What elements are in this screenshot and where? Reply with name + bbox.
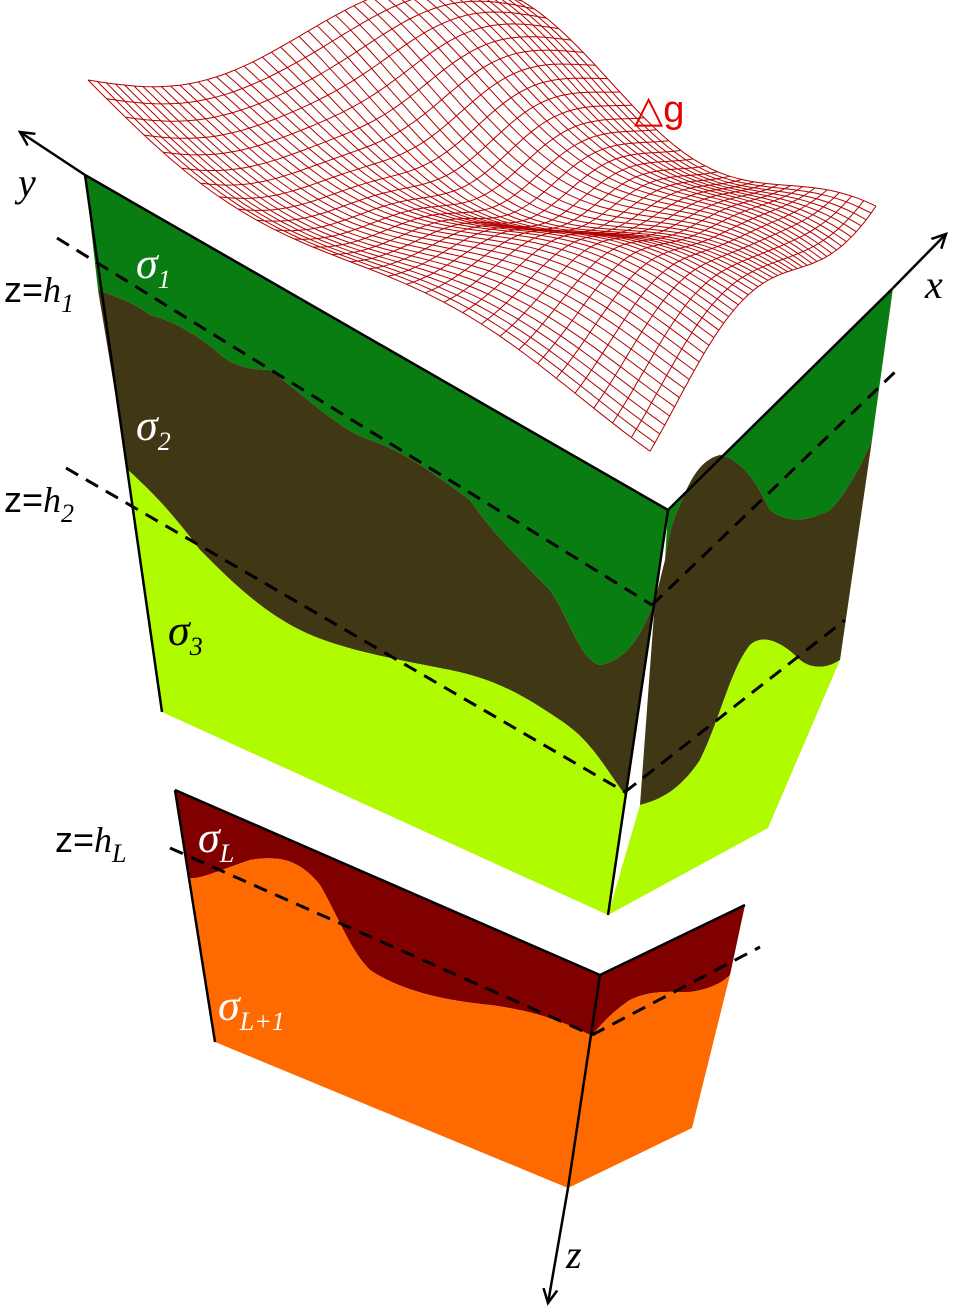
lower-block-right-face	[568, 905, 745, 1188]
depth-plane-h1	[56, 236, 897, 607]
depth-plane-h2	[65, 466, 846, 794]
mesh-line	[125, 0, 535, 122]
layer-sigmaL-right	[592, 905, 745, 1035]
layer-sigmaL-left	[175, 790, 600, 1035]
mesh-line	[275, 104, 633, 232]
z-axis	[548, 1187, 570, 1303]
mesh-line	[87, 0, 368, 88]
mesh-line	[462, 181, 755, 314]
mesh-line	[387, 165, 706, 277]
x-axis-label: x	[924, 262, 943, 307]
layer-label-sigma3: σ3	[168, 606, 203, 661]
layer-label-sigmaL1: σL+1	[218, 981, 285, 1036]
mesh-line	[294, 117, 645, 240]
layer-sigma1-left	[85, 175, 668, 665]
y-axis-label: y	[14, 160, 36, 205]
mesh-line	[237, 77, 608, 211]
mesh-line	[106, 0, 523, 105]
lower-block-edges	[173, 788, 746, 1189]
layer-sigmaL1-left	[188, 858, 590, 1188]
mesh-line	[256, 91, 620, 222]
mesh-line	[181, 36, 572, 171]
mesh-line	[649, 205, 877, 452]
mesh-line	[537, 186, 804, 364]
mesh-line	[350, 149, 681, 263]
depth-label-h1: z=h1	[4, 269, 74, 318]
layer-sigma2-left	[98, 290, 655, 795]
mesh-line	[499, 184, 779, 337]
layer-sigma3-left	[128, 470, 625, 915]
lower-block-left-face	[175, 790, 600, 1188]
anomaly-label: △g	[634, 89, 684, 131]
upper-block-right-face	[608, 288, 893, 915]
z-axis-label: z	[565, 1232, 582, 1277]
mesh-line	[406, 171, 718, 285]
mesh-line	[312, 129, 657, 248]
mesh-line	[443, 179, 742, 303]
mesh-line	[219, 63, 596, 199]
layer-sigma3-right	[608, 639, 840, 915]
depth-label-h2: z=h2	[4, 479, 74, 528]
mesh-line	[162, 23, 559, 156]
mesh-line	[630, 200, 865, 438]
upper-block-left-face	[85, 175, 668, 915]
depth-plane-hL	[169, 846, 761, 1037]
mesh-line	[612, 195, 852, 424]
mesh-line	[518, 185, 791, 350]
mesh-line	[200, 49, 584, 186]
layer-label-sigmaL: σL	[198, 813, 234, 868]
mesh-line	[368, 158, 694, 270]
x-axis	[892, 234, 946, 289]
y-axis	[20, 132, 86, 177]
layer-sigmaL1-right	[568, 975, 730, 1188]
layer-label-sigma1: σ1	[136, 239, 171, 294]
mesh-line	[555, 187, 816, 379]
mesh-line	[331, 140, 669, 255]
mesh-line	[574, 189, 828, 394]
gravity-anomaly-mesh	[87, 0, 877, 452]
mesh-line	[481, 183, 767, 325]
mesh-line	[144, 11, 547, 139]
depth-label-hL: z=hL	[55, 819, 127, 868]
layer-label-sigma2: σ2	[136, 401, 171, 456]
layer-sigma2-right	[640, 440, 872, 805]
layer-sigma1-right	[665, 288, 893, 560]
mesh-line	[593, 192, 840, 409]
